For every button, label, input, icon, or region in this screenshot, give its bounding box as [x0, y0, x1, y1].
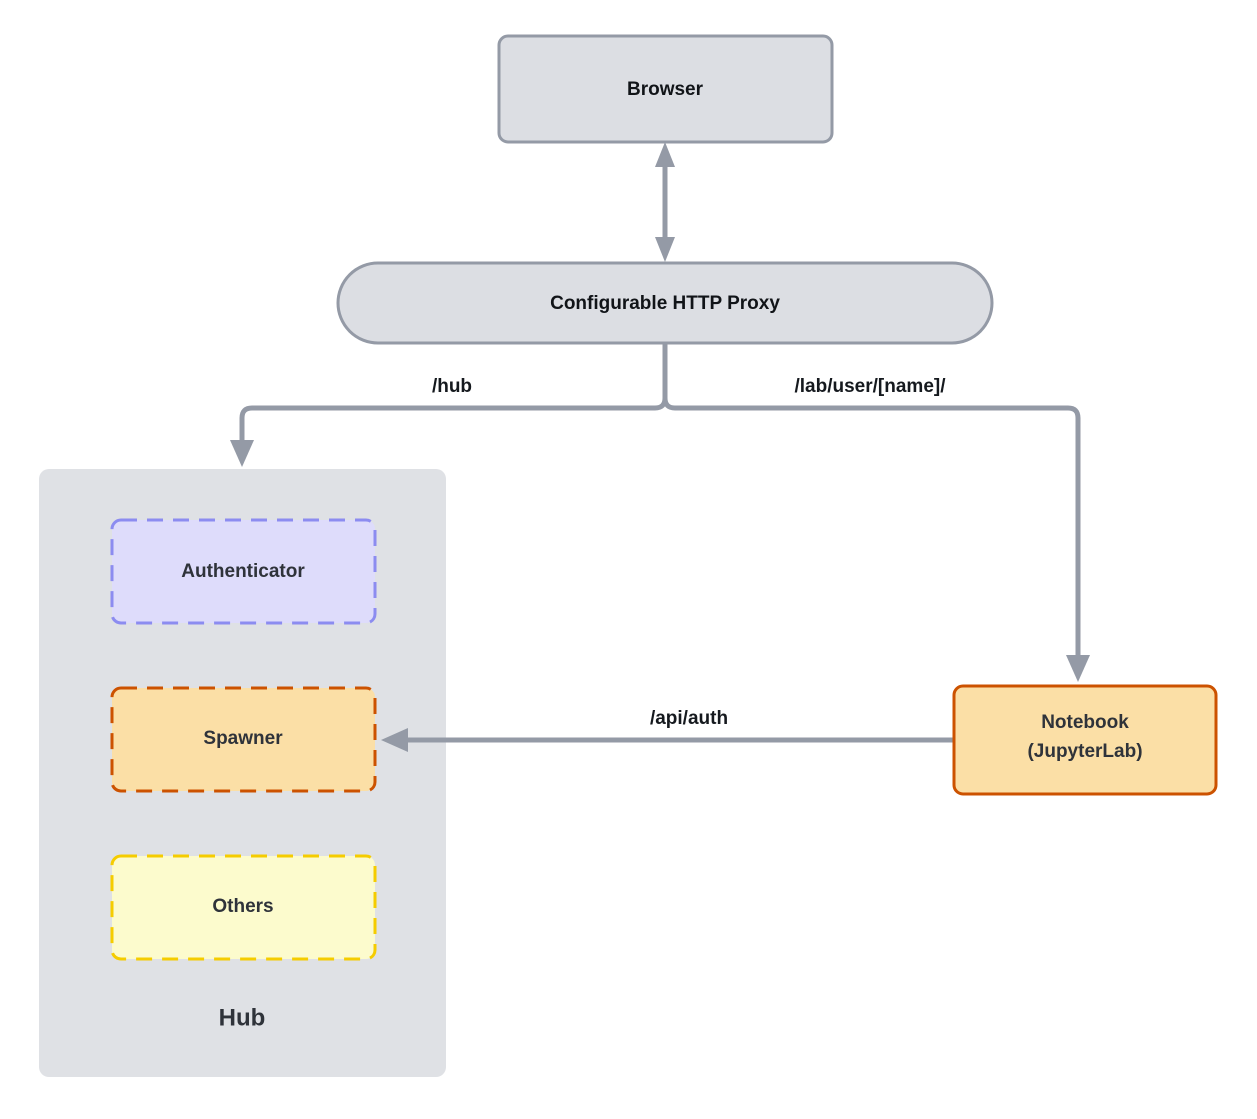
edge-proxy-hub[interactable]: /hub: [230, 343, 668, 467]
edge-proxy-notebook-arrowhead: [1066, 655, 1090, 682]
node-proxy-shape: [336, 261, 994, 345]
node-others-label: Others: [212, 896, 273, 917]
node-authenticator[interactable]: Authenticator: [110, 518, 377, 625]
edge-browser-proxy-arrowhead-down: [655, 237, 675, 262]
node-authenticator-shape: [110, 518, 377, 625]
edge-label-hub: /hub: [432, 376, 472, 397]
edge-proxy-notebook[interactable]: /lab/user/[name]/: [662, 343, 1090, 682]
node-browser-shape: [497, 34, 834, 144]
node-spawner-shape: [110, 686, 377, 793]
edge-notebook-spawner[interactable]: /api/auth: [381, 708, 953, 752]
node-spawner[interactable]: Spawner: [110, 686, 377, 793]
node-notebook-label-line1: Notebook: [1041, 712, 1129, 733]
edge-notebook-spawner-arrowhead: [381, 728, 408, 752]
edge-proxy-notebook-line: [662, 343, 1081, 660]
node-notebook-shape: [952, 684, 1218, 796]
node-proxy[interactable]: Configurable HTTP Proxy: [336, 261, 994, 345]
edge-label-api-auth: /api/auth: [650, 708, 728, 729]
node-others[interactable]: Others: [110, 854, 377, 961]
node-spawner-label: Spawner: [203, 728, 283, 749]
node-browser[interactable]: Browser: [497, 34, 834, 144]
node-notebook[interactable]: Notebook (JupyterLab): [952, 684, 1218, 796]
node-authenticator-label: Authenticator: [181, 561, 305, 582]
edge-label-lab-user: /lab/user/[name]/: [795, 376, 947, 397]
node-proxy-label: Configurable HTTP Proxy: [550, 293, 780, 314]
node-notebook-label-line2: (JupyterLab): [1027, 741, 1142, 762]
edge-browser-proxy-arrowhead-up: [655, 142, 675, 167]
edge-proxy-hub-arrowhead: [230, 440, 254, 467]
node-others-shape: [110, 854, 377, 961]
edge-browser-proxy[interactable]: [655, 142, 675, 262]
node-browser-label: Browser: [627, 79, 704, 100]
hub-group-label: Hub: [219, 1004, 266, 1031]
